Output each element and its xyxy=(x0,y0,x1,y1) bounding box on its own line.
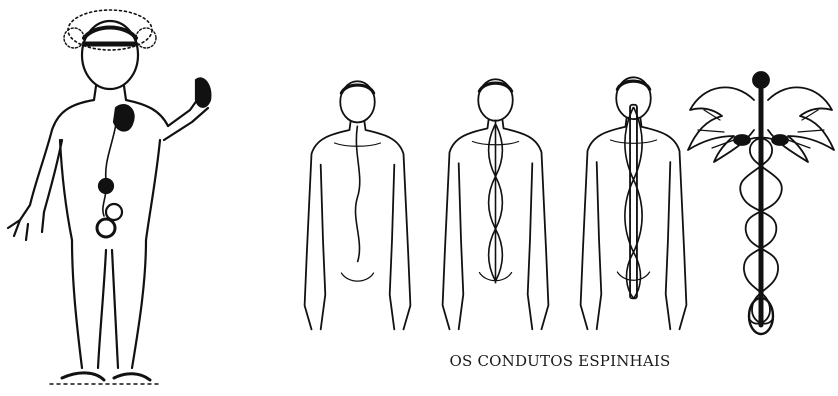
caduceus-icon xyxy=(684,70,838,340)
alchemical-figure-illustration xyxy=(0,0,230,396)
body-double-channel-illustration xyxy=(438,76,553,338)
body-single-channel-illustration xyxy=(300,78,415,338)
body-triple-channel-illustration xyxy=(576,74,691,338)
figure-caption: OS CONDUTOS ESPINHAIS xyxy=(400,352,720,370)
